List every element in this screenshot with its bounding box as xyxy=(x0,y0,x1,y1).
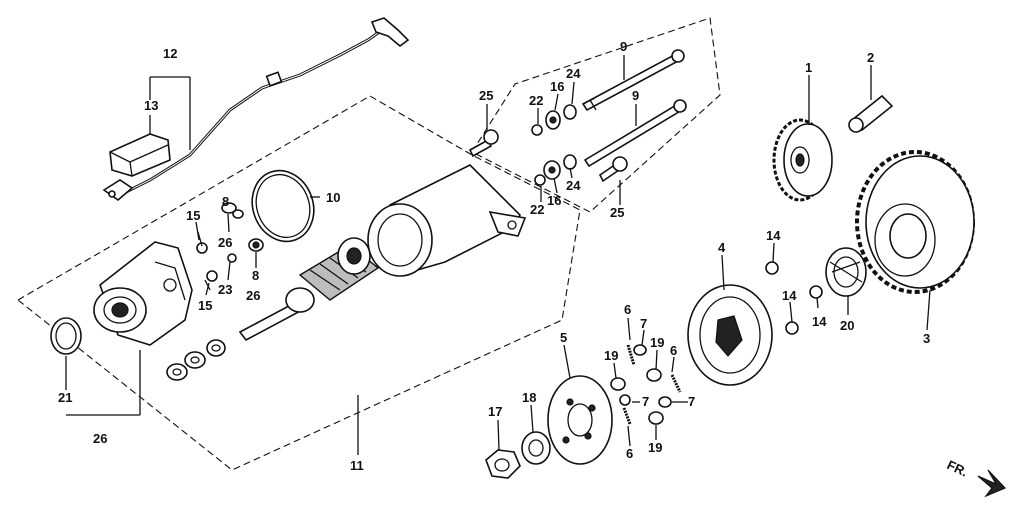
callout-20: 20 xyxy=(840,318,854,333)
callout-13: 13 xyxy=(144,98,158,113)
reduction-gear-small xyxy=(772,118,833,202)
callout-17: 17 xyxy=(488,404,502,419)
callout-24: 24 xyxy=(566,66,581,81)
callout-26: 26 xyxy=(93,431,107,446)
front-direction-arrow xyxy=(977,469,1007,498)
motor-case-outline xyxy=(471,17,721,213)
clutch-inner-plate xyxy=(547,375,613,465)
callout-18: 18 xyxy=(522,390,536,405)
callout-9: 9 xyxy=(632,88,639,103)
callout-24: 24 xyxy=(566,178,581,193)
callout-7: 7 xyxy=(640,316,647,331)
callout-16: 16 xyxy=(547,193,561,208)
callout-11: 11 xyxy=(350,458,364,473)
callout-14: 14 xyxy=(766,228,781,243)
small-screws xyxy=(196,202,264,291)
callout-19: 19 xyxy=(650,335,664,350)
clutch-bolts xyxy=(765,261,823,335)
needle-bearing xyxy=(825,247,867,297)
callout-6: 6 xyxy=(670,343,677,358)
callout-6: 6 xyxy=(624,302,631,317)
callout-15: 15 xyxy=(186,208,200,223)
nut-washer xyxy=(521,431,551,465)
callout-25: 25 xyxy=(610,205,624,220)
starter-driven-gear xyxy=(855,150,975,294)
o-ring xyxy=(251,169,315,243)
callout-4: 4 xyxy=(718,240,726,255)
callout-3: 3 xyxy=(923,331,930,346)
callout-10: 10 xyxy=(326,190,340,205)
callout-21: 21 xyxy=(58,390,72,405)
armature xyxy=(238,237,383,342)
callout-labels: 12 13 10 15 8 26 23 8 26 15 21 26 11 25 … xyxy=(58,39,970,480)
callout-22: 22 xyxy=(529,93,543,108)
wire-harness xyxy=(102,17,410,202)
callout-6: 6 xyxy=(626,446,633,461)
callout-26: 26 xyxy=(218,235,232,250)
callout-22: 22 xyxy=(530,202,544,217)
callout-5: 5 xyxy=(560,330,567,345)
callout-15: 15 xyxy=(198,298,212,313)
thrust-washers xyxy=(166,339,226,381)
callout-26: 26 xyxy=(246,288,260,303)
callout-9: 9 xyxy=(620,39,627,54)
clutch-outer xyxy=(687,284,773,386)
terminal-washers xyxy=(531,104,577,186)
callout-19: 19 xyxy=(604,348,618,363)
callout-23: 23 xyxy=(218,282,232,297)
callout-8: 8 xyxy=(252,268,259,283)
through-bolts xyxy=(581,49,687,168)
callout-8: 8 xyxy=(222,194,229,209)
callout-16: 16 xyxy=(550,79,564,94)
connector-cap xyxy=(109,133,171,177)
front-cover xyxy=(93,241,193,346)
flange-nut xyxy=(485,449,521,479)
callout-14: 14 xyxy=(782,288,797,303)
callout-25: 25 xyxy=(479,88,493,103)
leader-lines xyxy=(65,55,931,455)
motor-yoke xyxy=(367,164,527,277)
callout-2: 2 xyxy=(867,50,874,65)
callout-7: 7 xyxy=(642,394,649,409)
callout-14: 14 xyxy=(812,314,827,329)
callout-1: 1 xyxy=(805,60,812,75)
callout-7: 7 xyxy=(688,394,695,409)
mounting-bolts xyxy=(468,129,628,183)
clutch-rollers-springs xyxy=(610,344,682,425)
callout-19: 19 xyxy=(648,440,662,455)
gear-shaft xyxy=(848,94,894,133)
callout-12: 12 xyxy=(163,46,177,61)
front-direction-label: FR. xyxy=(945,457,970,479)
